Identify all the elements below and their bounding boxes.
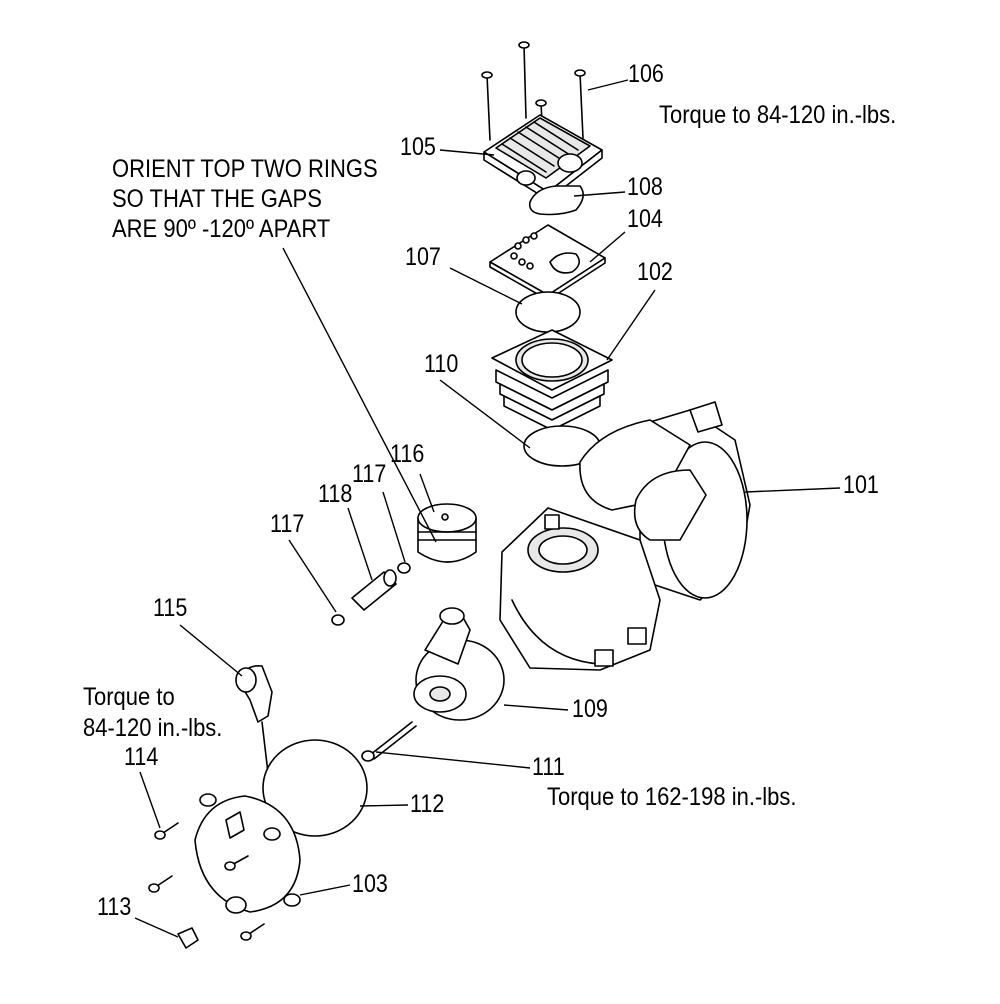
gasket-part-112 bbox=[262, 739, 368, 837]
torque-note-cover-line-2: 84-120 in.-lbs. bbox=[83, 714, 223, 742]
ring-orientation-note-line-3: ARE 90º -120º APART bbox=[112, 215, 331, 243]
gasket-part-108 bbox=[528, 185, 584, 216]
callout-107: 107 bbox=[405, 243, 441, 271]
callout-101: 101 bbox=[843, 471, 879, 499]
ring-orientation-note-line-2: SO THAT THE GAPS bbox=[112, 185, 322, 213]
callout-103: 103 bbox=[352, 870, 388, 898]
elbow-fitting-part-115 bbox=[235, 664, 273, 791]
callout-106: 106 bbox=[628, 60, 664, 88]
piston-part-116 bbox=[417, 503, 477, 563]
screws-part-114 bbox=[148, 822, 265, 941]
callout-117-upper: 117 bbox=[352, 460, 387, 488]
callout-111: 111 bbox=[532, 753, 565, 781]
callout-109: 109 bbox=[572, 695, 608, 723]
callout-108: 108 bbox=[627, 173, 663, 201]
crankcase-motor-part-101 bbox=[499, 401, 751, 671]
ring-orientation-note-line-1: ORIENT TOP TWO RINGS bbox=[112, 155, 378, 183]
plug-part-113 bbox=[177, 927, 199, 949]
callout-118: 118 bbox=[318, 480, 353, 508]
o-ring-part-107 bbox=[515, 291, 581, 333]
callout-117-lower: 117 bbox=[270, 510, 305, 538]
cylinder-part-102 bbox=[491, 329, 613, 431]
bolt-part-111 bbox=[361, 721, 417, 762]
callout-114: 114 bbox=[124, 743, 159, 771]
callout-104: 104 bbox=[627, 205, 663, 233]
callout-110: 110 bbox=[424, 350, 459, 378]
callout-105: 105 bbox=[400, 133, 436, 161]
torque-note-rod-bolt: Torque to 162-198 in.-lbs. bbox=[547, 783, 797, 811]
connecting-rod-part-109 bbox=[413, 607, 505, 721]
leader-lines bbox=[134, 79, 841, 938]
valve-plate-part-104 bbox=[489, 224, 606, 301]
piston-pin-part-118 bbox=[351, 569, 397, 611]
clip-part-117-lower bbox=[331, 614, 345, 626]
callout-113: 113 bbox=[97, 893, 132, 921]
callout-112: 112 bbox=[410, 790, 445, 818]
torque-note-head-bolts: Torque to 84-120 in.-lbs. bbox=[659, 101, 897, 129]
cover-plate-part-103 bbox=[194, 793, 301, 914]
callout-102: 102 bbox=[637, 258, 673, 286]
cylinder-head-part-105 bbox=[483, 114, 603, 201]
callout-115: 115 bbox=[153, 594, 188, 622]
torque-note-cover-line-1: Torque to bbox=[83, 683, 175, 711]
clip-part-117-upper bbox=[397, 562, 411, 574]
callout-116: 116 bbox=[390, 440, 425, 468]
